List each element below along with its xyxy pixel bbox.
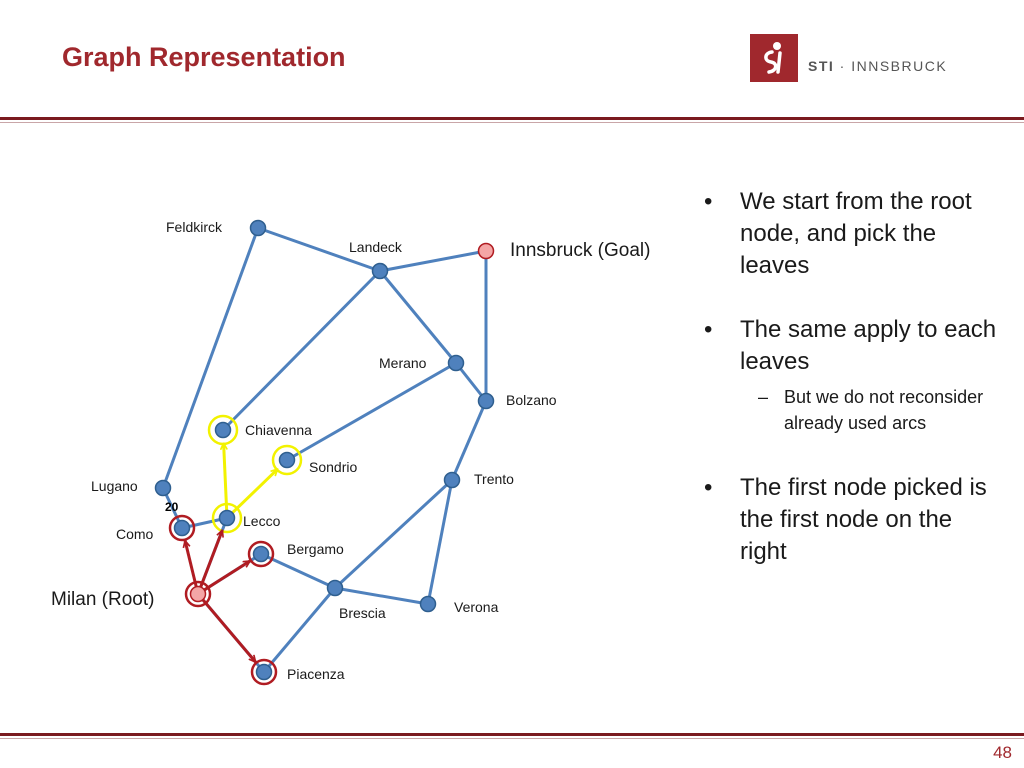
search-arrows <box>185 443 278 662</box>
node-trento <box>443 471 461 489</box>
yellow-arrow-lecco-sondrio <box>230 469 277 515</box>
edge-merano-sondrio <box>286 361 457 462</box>
bullet-text: We start from the root node, and pick th… <box>740 188 972 279</box>
header-rule-thin <box>0 122 1024 123</box>
node-feldkirck <box>249 219 267 237</box>
label-trento: Trento <box>474 471 514 487</box>
label-lecco: Lecco <box>243 513 281 529</box>
red-arrow-milan-lecco <box>198 530 222 589</box>
sub-bullet-text: But we do not reconsider already used ar… <box>784 387 984 433</box>
sub-bullet-marker: – <box>758 387 769 407</box>
node-brescia <box>326 579 344 597</box>
edge-landeck-merano <box>378 270 458 364</box>
bullet-list: • We start from the root node, and pick … <box>700 186 1000 582</box>
label-brescia: Brescia <box>339 605 386 621</box>
red-ring-como <box>168 514 196 542</box>
node-piacenza <box>255 663 273 681</box>
red-arrow-milan-como <box>185 541 199 589</box>
label-verona: Verona <box>454 599 499 615</box>
node-sondrio <box>278 451 296 469</box>
sti-innsbruck-logo: STI · INNSBRUCK <box>750 34 950 84</box>
node-bergamo <box>252 545 270 563</box>
node-bolzano <box>477 392 495 410</box>
label-sondrio: Sondrio <box>309 459 357 475</box>
node-verona <box>419 595 437 613</box>
yellow-ring-sondrio <box>271 444 303 476</box>
edge-landeck-innsbruck <box>379 249 487 273</box>
red-ring-piacenza <box>250 658 278 686</box>
red-ring-bergamo <box>247 540 275 568</box>
label-lugano: Lugano <box>91 478 138 494</box>
label-merano: Merano <box>379 355 427 371</box>
node-lecco <box>218 509 236 527</box>
footer-rule <box>0 733 1024 736</box>
edge-bergamo-brescia <box>260 552 336 590</box>
bullet-marker: • <box>704 188 713 215</box>
label-landeck: Landeck <box>349 239 403 255</box>
bullet-marker: • <box>704 474 713 501</box>
node-innsbruck <box>477 242 495 260</box>
edge-trento-brescia <box>333 478 454 590</box>
label-bolzano: Bolzano <box>506 392 557 408</box>
logo-brand: STI <box>808 58 835 74</box>
node-chiavenna <box>214 421 232 439</box>
label-innsbruck: Innsbruck (Goal) <box>510 240 650 261</box>
bullet-item: • We start from the root node, and pick … <box>700 186 1000 282</box>
graph-nodes <box>154 219 495 681</box>
label-feldkirck: Feldkirck <box>166 219 223 235</box>
node-lugano <box>154 479 172 497</box>
edge-weight-label: 20 <box>165 500 179 514</box>
slide-title: Graph Representation <box>62 42 346 72</box>
red-ring-milan <box>184 580 212 608</box>
bullet-text: The first node picked is the first node … <box>740 474 987 565</box>
label-milan: Milan (Root) <box>51 589 154 610</box>
edge-trento-verona <box>426 479 454 605</box>
logo-wordmark: STI · INNSBRUCK <box>808 58 947 74</box>
graph-edges <box>161 226 488 673</box>
red-arrow-milan-piacenza <box>200 597 256 662</box>
edge-landeck-chiavenna <box>221 269 382 432</box>
bullet-item: • The same apply to each leaves <box>700 314 1000 378</box>
bullet-item: • The first node picked is the first nod… <box>700 472 1000 568</box>
logo-location: INNSBRUCK <box>851 58 948 74</box>
edge-feldkirck-lugano <box>161 227 260 489</box>
bullet-text: The same apply to each leaves <box>740 316 997 375</box>
red-arrow-milan-bergamo <box>202 559 250 593</box>
sti-logo-icon <box>750 34 798 82</box>
yellow-arrow-lecco-chiavenna <box>224 443 229 513</box>
bullet-marker: • <box>704 316 713 343</box>
label-chiavenna: Chiavenna <box>245 422 312 438</box>
node-merano <box>447 354 465 372</box>
edge-brescia-piacenza <box>262 587 337 673</box>
edge-brescia-verona <box>334 586 429 606</box>
node-landeck <box>371 262 389 280</box>
label-bergamo: Bergamo <box>287 541 344 557</box>
edge-feldkirck-landeck <box>257 226 381 273</box>
page-number: 48 <box>993 743 1012 762</box>
header-rule <box>0 117 1024 120</box>
logo-separator: · <box>839 58 846 74</box>
node-milan <box>189 585 207 603</box>
footer-rule-thin <box>0 738 1024 739</box>
label-como: Como <box>116 526 154 542</box>
node-como <box>173 519 191 537</box>
edge-bolzano-trento <box>450 400 488 481</box>
sub-bullet-item: – But we do not reconsider already used … <box>700 384 1000 436</box>
label-piacenza: Piacenza <box>287 666 345 682</box>
